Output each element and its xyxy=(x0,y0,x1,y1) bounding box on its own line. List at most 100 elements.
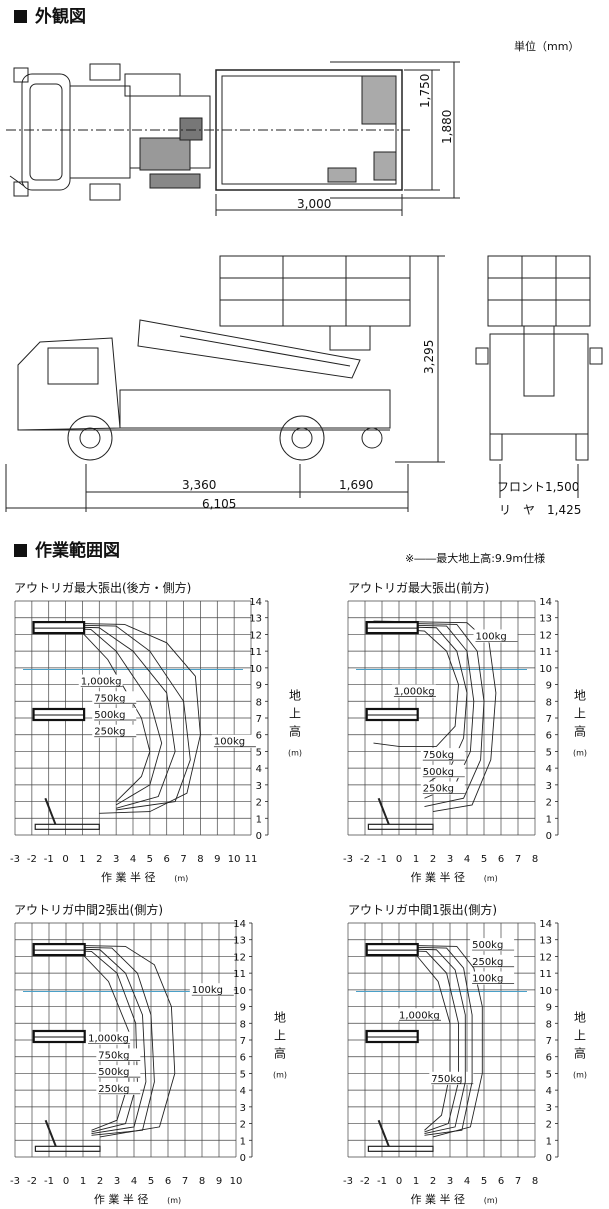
load-label-bg xyxy=(211,734,256,748)
range-curve-2 xyxy=(40,947,147,1135)
load-label-bg xyxy=(473,629,518,643)
load-label-bg xyxy=(86,1031,131,1045)
x-tick-label: 5 xyxy=(148,1176,154,1187)
load-label: 750kg xyxy=(423,750,454,761)
y-tick-label: 3 xyxy=(240,1103,246,1114)
range-curve-1 xyxy=(40,949,138,1133)
y-axis-label-char: 地 xyxy=(574,1010,586,1024)
x-tick-label: 4 xyxy=(464,1176,470,1187)
load-label-bg xyxy=(429,1071,474,1085)
y-tick-label: 12 xyxy=(249,630,262,641)
load-label-bg xyxy=(397,1008,441,1022)
load-label: 500kg xyxy=(98,1067,129,1078)
boom-base-icon xyxy=(377,797,390,825)
x-tick-label: -1 xyxy=(44,1176,54,1187)
dim-bucket-length: 3,000 xyxy=(297,197,332,211)
load-label-bg xyxy=(391,684,436,698)
truck-base-icon xyxy=(34,823,100,830)
load-label: 500kg xyxy=(472,940,503,951)
chart-1-title: アウトリガ最大張出(後方・側方) xyxy=(14,581,192,595)
y-tick-label: 9 xyxy=(546,1003,552,1014)
load-label-bg xyxy=(470,954,515,968)
y-tick-label: 13 xyxy=(539,614,552,625)
load-label: 1,000kg xyxy=(88,1034,129,1045)
load-label: 250kg xyxy=(423,784,454,795)
load-label: 750kg xyxy=(94,693,125,704)
y-tick-label: 0 xyxy=(546,831,552,842)
load-label-bg xyxy=(92,708,137,721)
y-axis-label-char: 地 xyxy=(274,1010,286,1024)
x-tick-label: -1 xyxy=(44,854,54,865)
y-axis-label-char: 上 xyxy=(574,1028,586,1042)
y-axis-label-char: 上 xyxy=(289,706,301,720)
load-label-bg xyxy=(420,781,465,795)
x-tick-label: 1 xyxy=(413,1176,419,1187)
x-tick-label: -3 xyxy=(343,1176,353,1187)
y-tick-label: 4 xyxy=(240,1086,246,1097)
side-view-drawing xyxy=(5,255,445,512)
load-label: 1,000kg xyxy=(394,687,435,698)
truck-base-icon xyxy=(367,823,434,830)
x-tick-label: 0 xyxy=(396,1176,402,1187)
y-tick-label: 7 xyxy=(256,714,262,725)
y-axis-unit: (m) xyxy=(573,1070,587,1079)
x-tick-label: 2 xyxy=(430,854,436,865)
y-tick-label: 12 xyxy=(539,630,552,641)
load-label-bg xyxy=(96,1048,141,1062)
load-label-bg xyxy=(470,971,515,985)
load-label: 250kg xyxy=(94,727,125,738)
x-tick-label: 7 xyxy=(515,1176,521,1187)
load-label: 100kg xyxy=(214,737,245,748)
top-view-drawing xyxy=(6,61,460,216)
platform-top-icon xyxy=(32,620,86,635)
load-label: 100kg xyxy=(192,985,223,996)
y-tick-label: 10 xyxy=(249,664,262,675)
y-tick-label: 14 xyxy=(539,597,552,608)
y-axis-unit: (m) xyxy=(573,748,587,757)
x-tick-label: 2 xyxy=(430,1176,436,1187)
y-tick-label: 13 xyxy=(539,936,552,947)
range-curve-4 xyxy=(40,622,201,814)
y-axis-label-char: 高 xyxy=(574,1045,586,1060)
x-tick-label: 6 xyxy=(165,1176,171,1187)
x-tick-label: 7 xyxy=(182,1176,188,1187)
x-axis-unit: (m) xyxy=(167,1196,181,1205)
y-tick-label: 6 xyxy=(546,731,552,742)
y-tick-label: 11 xyxy=(539,647,552,658)
range-curve-2 xyxy=(40,625,176,809)
dim-height: 3,295 xyxy=(422,339,436,374)
x-axis-label: 作 業 半 径 xyxy=(411,870,466,884)
y-tick-label: 4 xyxy=(546,764,552,775)
load-label: 250kg xyxy=(98,1084,129,1095)
x-tick-label: 4 xyxy=(131,1176,137,1187)
y-tick-label: 10 xyxy=(539,986,552,997)
x-tick-label: 6 xyxy=(498,854,504,865)
truck-base-icon xyxy=(367,1145,434,1152)
range-title: 作業範囲図 xyxy=(14,536,120,561)
range-curve-4 xyxy=(373,944,483,1138)
x-tick-label: 8 xyxy=(199,1176,205,1187)
dim-total-length: 6,105 xyxy=(202,497,237,511)
load-label: 500kg xyxy=(94,710,125,721)
y-tick-label: 8 xyxy=(546,1019,552,1030)
range-curve-3 xyxy=(373,622,485,808)
dim-width-outer: 1,880 xyxy=(440,109,454,144)
boom-base-icon xyxy=(44,1119,57,1147)
y-tick-label: 11 xyxy=(539,969,552,980)
x-tick-label: 7 xyxy=(180,854,186,865)
boom-base-icon xyxy=(377,1119,390,1147)
range-curve-3 xyxy=(373,945,473,1136)
dim-rear-overhang: 1,690 xyxy=(339,478,374,492)
x-axis-label: 作 業 半 径 xyxy=(411,1192,466,1206)
y-axis-label-char: 地 xyxy=(574,688,586,702)
y-tick-label: 5 xyxy=(546,1069,552,1080)
range-curve-3 xyxy=(40,945,155,1136)
y-tick-label: 7 xyxy=(546,1036,552,1047)
y-tick-label: 11 xyxy=(233,969,246,980)
y-tick-label: 2 xyxy=(240,1120,246,1131)
load-label-bg xyxy=(470,938,515,952)
load-label-bg xyxy=(96,1065,141,1079)
y-tick-label: 4 xyxy=(546,1086,552,1097)
x-tick-label: -2 xyxy=(360,854,370,865)
load-label: 750kg xyxy=(98,1050,129,1061)
